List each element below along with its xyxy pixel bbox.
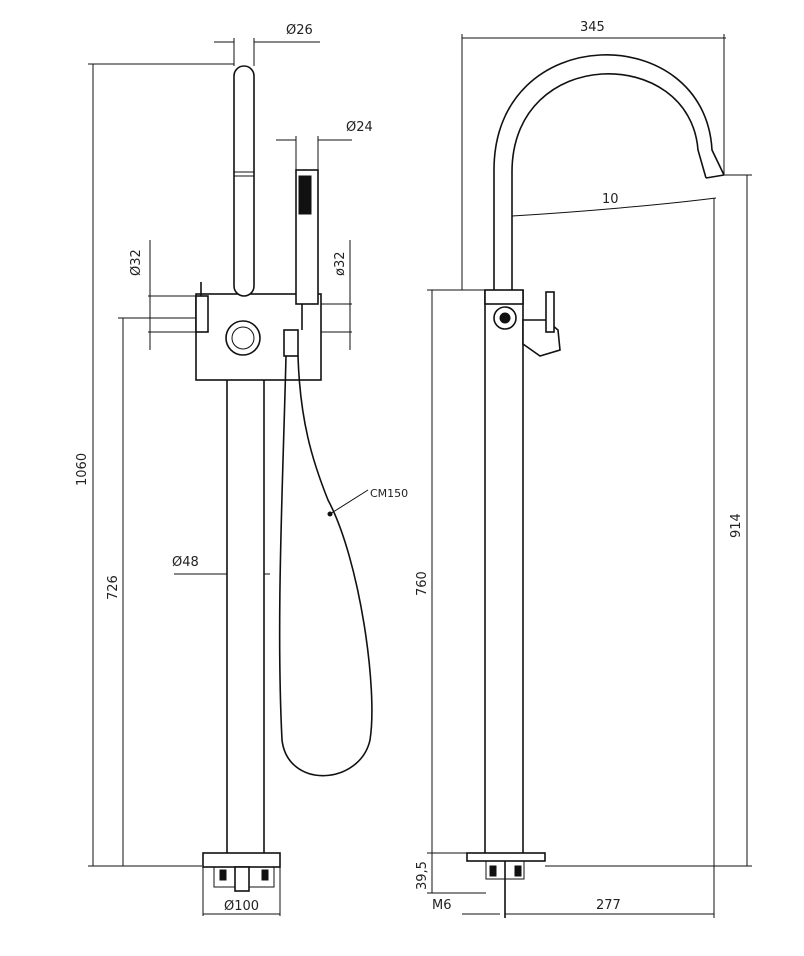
spout-inner: [511, 73, 707, 290]
shower-hose: [278, 355, 373, 777]
right-view: [427, 34, 752, 918]
dim-handle-right: ø32: [333, 252, 348, 277]
dim-holder-diameter: Ø24: [346, 120, 373, 135]
dim-column-to-spout: 277: [596, 898, 621, 913]
dim-hose-length: CM150: [370, 487, 408, 500]
left-base-plate: [202, 852, 281, 868]
dim-column-diameter: Ø48: [172, 555, 199, 570]
dim-thread: M6: [432, 898, 452, 913]
dim-spout-drop: 10: [602, 192, 619, 207]
spout-outer: [493, 54, 725, 290]
dim-spout-height: 914: [729, 513, 744, 538]
dim-total-height: 1060: [75, 453, 90, 486]
dim-handle-left: Ø32: [129, 249, 144, 276]
left-view: [88, 38, 373, 916]
dim-handshower-diameter: Ø26: [286, 23, 313, 38]
dim-spout-reach: 345: [580, 20, 605, 35]
dim-base-height: 39,5: [415, 861, 430, 890]
diverter-knob: [225, 320, 261, 356]
dim-outlet-height-right: 760: [415, 571, 430, 596]
dim-base-diameter: Ø100: [224, 899, 259, 914]
right-base-plate: [466, 852, 546, 862]
hand-shower: [233, 65, 255, 297]
mixer-handle: [195, 295, 209, 333]
dim-outlet-height-left: 726: [106, 575, 121, 600]
